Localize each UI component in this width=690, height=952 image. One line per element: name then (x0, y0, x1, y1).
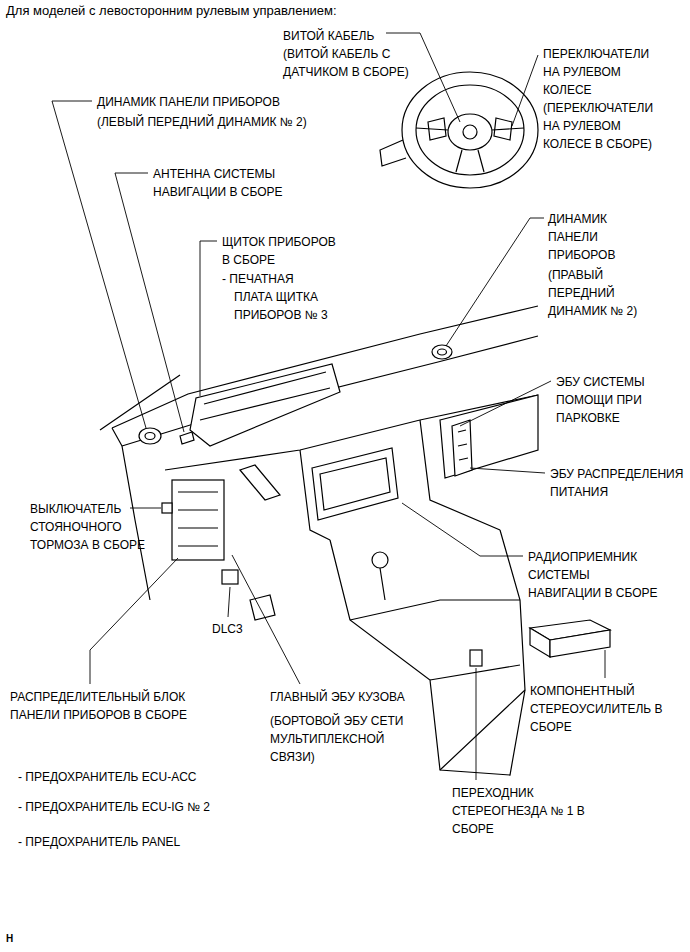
speakers (139, 345, 452, 444)
leader-lines (52, 33, 605, 780)
speakers-shape (438, 349, 447, 355)
junction-block-shape (162, 503, 172, 513)
instrument-cluster (190, 364, 340, 446)
leader-lines-shape (200, 241, 217, 396)
leader-lines-shape (130, 508, 161, 509)
leader-lines-shape (470, 468, 545, 473)
part-label: ПЕРЕХОДНИК СТЕРЕОГНЕЗДА № 1 В СБОРЕ (452, 784, 594, 838)
diagram-title: Для моделей с левосторонним рулевым упра… (6, 2, 337, 20)
leader-lines-shape (402, 503, 523, 556)
part-label: КОМПОНЕНТНЫЙ СТЕРЕОУСИЛИТЕЛЬ В СБОРЕ (530, 682, 675, 736)
part-label: АНТЕННА СИСТЕМЫ НАВИГАЦИИ В СБОРЕ (153, 165, 303, 201)
part-label: ДИНАМИК ПАНЕЛИ ПРИБОРОВ (548, 210, 628, 264)
nav-antenna-shape (180, 432, 194, 444)
steering-wheel-shape (428, 118, 512, 140)
steering-wheel-shape (448, 114, 492, 150)
leader-lines-shape (446, 218, 544, 346)
navigation-display-shape (320, 458, 390, 510)
fuse-label: - ПРЕДОХРАНИТЕЛЬ PANEL (18, 833, 180, 851)
center-console-shape (372, 552, 388, 568)
part-note: (ЛЕВЫЙ ПЕРЕДНИЙ ДИНАМИК № 2) (97, 113, 307, 131)
leader-lines-shape (605, 650, 606, 678)
part-label: ЩИТОК ПРИБОРОВ В СБОРЕ (222, 233, 344, 269)
part-label: ГЛАВНЫЙ ЭБУ КУЗОВА (270, 688, 405, 706)
part-label: ДИНАМИК ПАНЕЛИ ПРИБОРОВ (97, 93, 280, 111)
leader-lines-shape (52, 101, 146, 428)
fuse-label: - ПРЕДОХРАНИТЕЛЬ ECU-IG № 2 (18, 798, 210, 816)
connector-label: DLC3 (212, 620, 243, 638)
leader-lines-shape (228, 587, 230, 617)
part-note: (ПЕРЕКЛЮЧАТЕЛИ НА РУЛЕВОМ КОЛЕСЕ В СБОРЕ… (543, 99, 663, 153)
steering-wheel-shape (402, 72, 538, 188)
part-label: РАСПРЕДЕЛИТЕЛЬНЫЙ БЛОК ПАНЕЛИ ПРИБОРОВ В… (10, 688, 210, 724)
glovebox-ecus-shape (452, 420, 472, 476)
dashboard-outline-shape (122, 446, 150, 600)
part-label: ЭБУ РАСПРЕДЕЛЕНИЯ ПИТАНИЯ (550, 465, 686, 501)
center-console-shape (380, 568, 385, 600)
speakers-shape (432, 345, 452, 359)
leader-lines-shape (460, 381, 551, 426)
part-note: (БОРТОВОЙ ЭБУ СЕТИ МУЛЬТИПЛЕКСНОЙ СВЯЗИ) (270, 712, 420, 766)
fuse-label: - ПРЕДОХРАНИТЕЛЬ ECU-ACC (18, 768, 196, 786)
stereo-amplifier-shape (550, 630, 610, 657)
part-label: ЭБУ СИСТЕМЫ ПОМОЩИ ПРИ ПАРКОВКЕ (556, 373, 656, 427)
junction-block-shape (250, 595, 275, 620)
instrument-cluster-shape (200, 372, 330, 420)
figure-code: H (6, 930, 13, 948)
steering-wheel-shape (380, 140, 406, 166)
dashboard-outline-shape (100, 375, 180, 446)
dashboard-outline (100, 306, 538, 600)
junction-block-shape (222, 570, 238, 584)
stereo-amplifier-shape (470, 650, 482, 666)
glovebox-ecus-shape (440, 395, 538, 478)
nav-antenna (180, 432, 194, 444)
junction-block-shape (178, 492, 218, 546)
leader-lines-shape (232, 555, 300, 684)
leader-lines-shape (512, 55, 538, 126)
part-note: (ВИТОЙ КАБЕЛЬ С ДАТЧИКОМ В СБОРЕ) (283, 45, 433, 81)
part-label: ВЫКЛЮЧАТЕЛЬ СТОЯНОЧНОГО ТОРМОЗА В СБОРЕ (30, 500, 158, 554)
part-label: ПЕРЕКЛЮЧАТЕЛИ НА РУЛЕВОМ КОЛЕСЕ (543, 45, 661, 99)
part-note: (ПРАВЫЙ ПЕРЕДНИЙ ДИНАМИК № 2) (548, 266, 648, 320)
navigation-display-shape (312, 448, 398, 520)
stereo-amplifier (470, 620, 610, 666)
junction-block (162, 480, 275, 620)
sub-item: - ПЕЧАТНАЯ ПЛАТА ЩИТКА ПРИБОРОВ № 3 (222, 270, 334, 324)
leader-lines-shape (90, 558, 178, 684)
steering-wheel-shape (416, 85, 524, 175)
glovebox-ecus (440, 395, 538, 478)
steering-wheel-shape (463, 125, 477, 139)
leader-lines-shape (476, 668, 477, 780)
steering-wheel (380, 72, 538, 188)
part-label: ВИТОЙ КАБЕЛЬ (283, 27, 374, 45)
steering-wheel-shape (416, 128, 524, 172)
speakers-shape (139, 428, 161, 444)
glovebox-ecus-shape (458, 430, 468, 460)
instrument-cluster-shape (190, 364, 340, 446)
navigation-display (312, 448, 398, 520)
junction-block-shape (172, 480, 224, 560)
leader-lines-shape (115, 173, 184, 432)
stereo-amplifier-shape (530, 628, 550, 657)
dashboard-outline-shape (300, 420, 500, 540)
part-label: РАДИОПРИЕМНИК СИСТЕМЫ НАВИГАЦИИ В СБОРЕ (528, 548, 664, 602)
speakers-shape (145, 433, 155, 440)
dashboard-outline-shape (240, 465, 280, 500)
